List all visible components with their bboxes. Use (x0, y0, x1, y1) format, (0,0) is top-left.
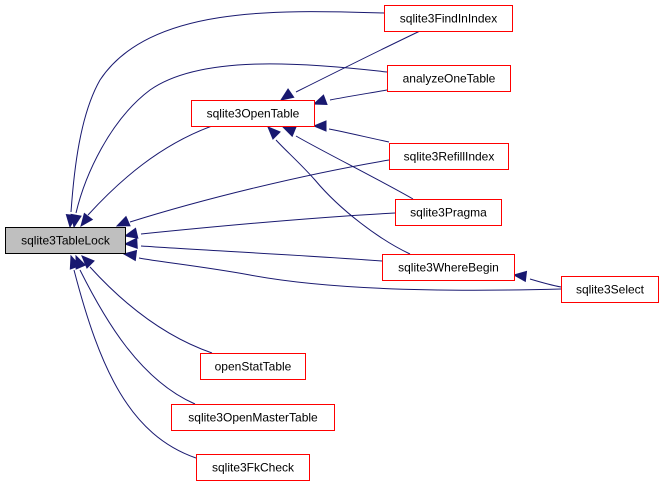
arrowhead-icon (123, 227, 139, 239)
node-label[interactable]: openStatTable (215, 360, 292, 374)
edge-line (79, 269, 196, 405)
node-label[interactable]: sqlite3OpenMasterTable (188, 411, 318, 425)
node-label[interactable]: sqlite3Pragma (410, 206, 487, 220)
arrowhead-icon (312, 94, 328, 105)
node-box[interactable] (389, 143, 509, 170)
node-box[interactable] (561, 276, 659, 303)
edge-line (89, 266, 213, 354)
edge-analyzeOneTable-to-sqlite3TableLock (70, 63, 388, 229)
edge-line (138, 257, 562, 291)
node-openStatTable[interactable]: openStatTable (200, 353, 306, 380)
node-label[interactable]: sqlite3Select (576, 283, 645, 297)
edge-sqlite3WhereBegin-to-sqlite3OpenTable (267, 126, 411, 255)
edge-line (70, 11, 385, 213)
arrowhead-icon (69, 254, 81, 270)
edge-line (140, 245, 383, 262)
edges-layer (65, 11, 562, 459)
edge-sqlite3FkCheck-to-sqlite3TableLock (69, 254, 197, 459)
node-label[interactable]: sqlite3FindInIndex (400, 12, 497, 26)
node-sqlite3OpenMasterTable[interactable]: sqlite3OpenMasterTable (171, 404, 335, 431)
nodes-layer: sqlite3TableLock sqlite3OpenTable sqlite3F… (5, 5, 659, 481)
edge-analyzeOneTable-to-sqlite3OpenTable (312, 89, 388, 105)
node-box[interactable] (200, 353, 306, 380)
edge-line (140, 212, 396, 235)
edge-sqlite3Select-to-sqlite3TableLock (122, 249, 562, 291)
node-sqlite3FkCheck[interactable]: sqlite3FkCheck (196, 454, 310, 481)
edge-line (275, 139, 411, 255)
node-sqlite3RefillIndex[interactable]: sqlite3RefillIndex (389, 143, 509, 170)
node-box[interactable] (171, 404, 335, 431)
edge-line (75, 63, 388, 214)
edge-line (529, 278, 562, 288)
arrowhead-icon (81, 255, 95, 269)
edge-sqlite3WhereBegin-to-sqlite3TableLock (123, 237, 383, 262)
edge-sqlite3Pragma-to-sqlite3TableLock (123, 212, 396, 239)
arrowhead-icon (80, 212, 94, 228)
node-box[interactable] (382, 254, 515, 281)
node-label[interactable]: analyzeOneTable (403, 72, 496, 86)
node-box[interactable] (191, 100, 315, 127)
node-box[interactable] (384, 5, 513, 32)
node-label[interactable]: sqlite3WhereBegin (398, 261, 499, 275)
node-sqlite3WhereBegin[interactable]: sqlite3WhereBegin (382, 254, 515, 281)
edge-openStatTable-to-sqlite3TableLock (81, 255, 213, 354)
edge-line (87, 125, 213, 216)
arrowhead-icon (123, 237, 138, 250)
edge-sqlite3FindInIndex-to-sqlite3OpenTable (279, 30, 421, 101)
edge-sqlite3OpenTable-to-sqlite3TableLock (80, 125, 213, 228)
node-analyzeOneTable[interactable]: analyzeOneTable (387, 65, 511, 92)
node-label[interactable]: sqlite3OpenTable (207, 107, 300, 121)
arrowhead-icon (312, 120, 327, 132)
node-sqlite3OpenTable[interactable]: sqlite3OpenTable (191, 100, 315, 127)
arrowhead-icon (279, 88, 295, 101)
edge-line (295, 30, 421, 93)
edge-line (295, 135, 414, 200)
edge-sqlite3RefillIndex-to-sqlite3OpenTable (312, 120, 390, 143)
edge-sqlite3OpenMasterTable-to-sqlite3TableLock (75, 254, 196, 405)
edge-line (129, 159, 390, 223)
arrowhead-icon (70, 213, 82, 229)
arrowhead-icon (267, 126, 281, 140)
node-sqlite3TableLock: sqlite3TableLock (5, 227, 126, 254)
arrowhead-icon (122, 249, 138, 262)
node-label[interactable]: sqlite3RefillIndex (404, 150, 495, 164)
edge-line (73, 269, 197, 459)
focus-node-box (5, 227, 126, 254)
edge-sqlite3Select-to-sqlite3WhereBegin (512, 270, 562, 288)
edge-line (328, 128, 390, 143)
node-label: sqlite3TableLock (21, 234, 111, 248)
arrowhead-icon (512, 270, 528, 283)
arrowhead-icon (115, 215, 131, 227)
node-sqlite3Select[interactable]: sqlite3Select (561, 276, 659, 303)
node-box[interactable] (387, 65, 511, 92)
arrowhead-icon (281, 126, 297, 138)
edge-line (329, 89, 388, 101)
node-sqlite3Pragma[interactable]: sqlite3Pragma (395, 199, 502, 226)
node-box[interactable] (196, 454, 310, 481)
node-box[interactable] (395, 199, 502, 226)
node-label[interactable]: sqlite3FkCheck (212, 461, 295, 475)
edge-sqlite3RefillIndex-to-sqlite3TableLock (115, 159, 390, 227)
node-sqlite3FindInIndex[interactable]: sqlite3FindInIndex (384, 5, 513, 32)
